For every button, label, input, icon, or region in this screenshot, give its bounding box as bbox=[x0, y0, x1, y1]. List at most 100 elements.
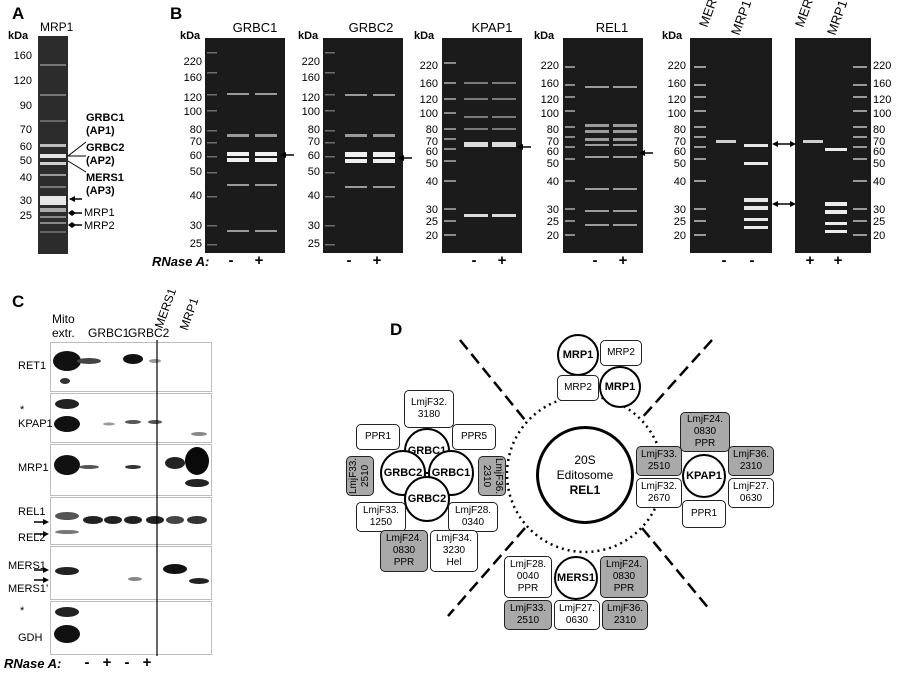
mrp-circle-1: MRP1 bbox=[557, 334, 599, 376]
ladder-tick-label: 100 bbox=[301, 106, 320, 118]
ladder-tick-label: 60 bbox=[873, 146, 886, 158]
ladder-tick-label: 30 bbox=[673, 204, 686, 216]
ladder-tick-label: 80 bbox=[873, 124, 886, 136]
blot-label-ret1: RET1 bbox=[18, 360, 47, 372]
ladder-tick-label: 50 bbox=[673, 158, 686, 170]
ladder-tick-label: 60 bbox=[307, 150, 320, 162]
ladder-tick-label: 20 bbox=[873, 230, 886, 242]
blot-ret1 bbox=[50, 342, 212, 392]
grbc1-name: GRBC1 bbox=[86, 112, 125, 124]
gel-kpap1-sign-2: + bbox=[497, 252, 507, 269]
panel-label-a: A bbox=[12, 4, 25, 23]
blot-label-mers1: MERS1 bbox=[8, 560, 46, 572]
panel-c-sign-2: + bbox=[102, 654, 112, 671]
ladder-tick-label: 80 bbox=[189, 124, 202, 136]
ladder-tick-label: 25 bbox=[307, 238, 320, 250]
editosome-line1: 20S bbox=[574, 452, 596, 467]
grbc2-sub: (AP2) bbox=[86, 155, 115, 167]
gel-pair-right-lane-2: MRP1 bbox=[823, 0, 851, 38]
mrp-circle-2: MRP1 bbox=[599, 366, 641, 408]
gel-grbc1-bands bbox=[207, 52, 277, 246]
panel-label-b: B bbox=[170, 4, 183, 23]
ladder-tick-label: 80 bbox=[673, 124, 686, 136]
ladder-tick-label: 20 bbox=[546, 230, 559, 242]
ladder-tick-label: 25 bbox=[673, 216, 686, 228]
gel-grbc2-image bbox=[323, 38, 403, 253]
panel-c-annotations bbox=[34, 340, 158, 656]
mers-box-lmjf33-2510: LmjF33. 2510 bbox=[504, 600, 552, 630]
blot-label-mers1-prime: MERS1’ bbox=[8, 583, 49, 595]
gel-grbc2-kda: kDa bbox=[298, 30, 319, 42]
panel-c-lane-grbc2: GRBC2 bbox=[128, 326, 170, 340]
ladder-tick-label: 30 bbox=[425, 204, 438, 216]
panel-c-sign-1: - bbox=[84, 654, 90, 671]
ladder-tick-label: 50 bbox=[546, 158, 559, 170]
ladder-tick-label: 160 bbox=[301, 72, 320, 84]
gel-pair-left-lane-1: MERS1 bbox=[695, 0, 726, 29]
gel-grbc1-sign-1: - bbox=[228, 252, 234, 269]
kpap-box-lmjf27-0630: LmjF27. 0630 bbox=[728, 478, 774, 508]
ladder-tick-label: 220 bbox=[183, 56, 202, 68]
ladder-tick-label: 100 bbox=[873, 108, 892, 120]
panel-a-kda: kDa bbox=[8, 30, 29, 42]
blot-label-rel2: REL2 bbox=[18, 532, 46, 544]
grbc1-sub: (AP1) bbox=[86, 125, 115, 137]
gel-pair-left-kda: kDa bbox=[662, 30, 683, 42]
ladder-tick-label: 40 bbox=[425, 176, 438, 188]
blot-mrp1 bbox=[50, 444, 212, 496]
blot-mrp1-bands bbox=[54, 447, 209, 487]
blot-kpap1-bands bbox=[54, 399, 207, 436]
gel-kpap1-kda: kDa bbox=[414, 30, 435, 42]
ladder-tick-label: 60 bbox=[19, 141, 32, 153]
ladder-tick-label: 30 bbox=[307, 220, 320, 232]
ladder-tick-label: 40 bbox=[307, 190, 320, 202]
panel-c-lane-mers1: MERS1 bbox=[151, 286, 180, 330]
panel-label-d: D bbox=[390, 320, 403, 339]
blot-rel bbox=[50, 497, 212, 545]
ladder-tick-label: 160 bbox=[13, 50, 32, 62]
ladder-tick-label: 60 bbox=[425, 146, 438, 158]
panel-b-double-arrows bbox=[772, 141, 796, 207]
panel-a-leader-lines bbox=[67, 141, 87, 173]
grbc-box-lmjf33-1250: LmjF33. 1250 bbox=[356, 502, 406, 532]
blot-label-rel1: REL1 bbox=[18, 506, 46, 518]
blot-label-gdh: GDH bbox=[18, 632, 43, 644]
ladder-tick-label: 220 bbox=[419, 60, 438, 72]
ladder-tick-label: 120 bbox=[667, 94, 686, 106]
gel-rel1-sign-1: - bbox=[592, 252, 598, 269]
panel-c-sign-4: + bbox=[142, 654, 152, 671]
ladder-tick-label: 120 bbox=[183, 92, 202, 104]
kpap-box-lmjf32-2670: LmjF32. 2670 bbox=[636, 478, 682, 508]
gel-rel1-arrow bbox=[639, 150, 653, 156]
gel-pair-left-sign-2: - bbox=[749, 252, 755, 269]
grbc-box-lmjf33-2510: LmjF33. 2510 bbox=[346, 456, 374, 496]
ladder-tick-label: 70 bbox=[873, 136, 886, 148]
panel-b-rnase-label: RNase A: bbox=[152, 254, 210, 269]
ladder-tick-label: 25 bbox=[189, 238, 202, 250]
panel-a-mers1-label: MERS1 (AP3) bbox=[86, 172, 124, 198]
panel-a-mrp2-label: MRP2 bbox=[84, 220, 115, 232]
ladder-tick-label: 70 bbox=[425, 136, 438, 148]
gel-pair-right-lane-1: MERS1 bbox=[791, 0, 822, 29]
mrp-box-2: MRP2 bbox=[557, 375, 599, 401]
mers-box-lmjf27-0630: LmjF27. 0630 bbox=[554, 600, 600, 630]
mers1-name: MERS1 bbox=[86, 172, 124, 184]
panel-a-grbc2-label: GRBC2 (AP2) bbox=[86, 142, 125, 168]
kpap-box-ppr1: PPR1 bbox=[682, 500, 726, 528]
ladder-tick-label: 60 bbox=[189, 150, 202, 162]
kpap-box-lmjf33-2510: LmjF33. 2510 bbox=[636, 446, 682, 476]
gel-grbc1-arrow bbox=[280, 152, 294, 158]
grbc2-name: GRBC2 bbox=[86, 142, 125, 154]
ladder-tick-label: 20 bbox=[673, 230, 686, 242]
mers-circle-mers1: MERS1 bbox=[554, 556, 598, 600]
panel-c-lane-mrp1: MRP1 bbox=[176, 295, 202, 332]
ladder-tick-label: 80 bbox=[307, 124, 320, 136]
ladder-tick-label: 220 bbox=[301, 56, 320, 68]
ladder-tick-label: 120 bbox=[13, 75, 32, 87]
ladder-tick-label: 50 bbox=[19, 155, 32, 167]
gel-kpap1-image bbox=[442, 38, 522, 253]
kpap-box-lmjf24-0830: LmjF24. 0830 PPR bbox=[680, 412, 730, 452]
ladder-tick-label: 120 bbox=[301, 92, 320, 104]
gel-pair-left-image bbox=[690, 38, 772, 253]
ladder-tick-label: 40 bbox=[189, 190, 202, 202]
